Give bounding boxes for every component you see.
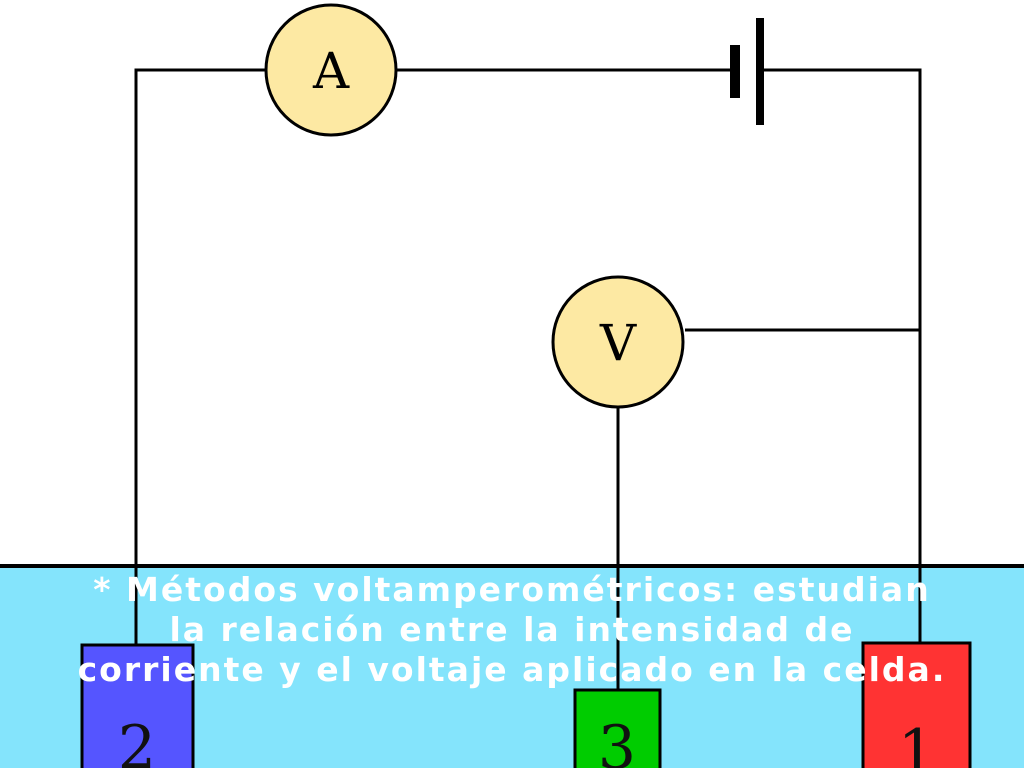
voltmeter: V <box>551 275 685 409</box>
caption-line: corriente y el voltaje aplicado en la ce… <box>77 650 947 689</box>
electrode-3: 3 <box>573 688 662 768</box>
caption: * Métodos voltamperométricos: estudian l… <box>0 570 1024 690</box>
caption-line: la relación entre la intensidad de <box>169 610 855 649</box>
battery-icon <box>730 18 764 125</box>
electrode-1: 1 <box>861 641 972 768</box>
svg-text:1: 1 <box>898 717 936 768</box>
svg-text:2: 2 <box>118 713 156 768</box>
ammeter-label: A <box>312 42 350 100</box>
wires <box>134 68 922 690</box>
voltmeter-label: V <box>599 314 637 372</box>
electrode-2: 2 <box>80 643 195 768</box>
caption-line: * Métodos voltamperométricos: estudian <box>93 570 931 609</box>
svg-text:3: 3 <box>598 713 636 768</box>
ammeter: A <box>264 3 398 137</box>
